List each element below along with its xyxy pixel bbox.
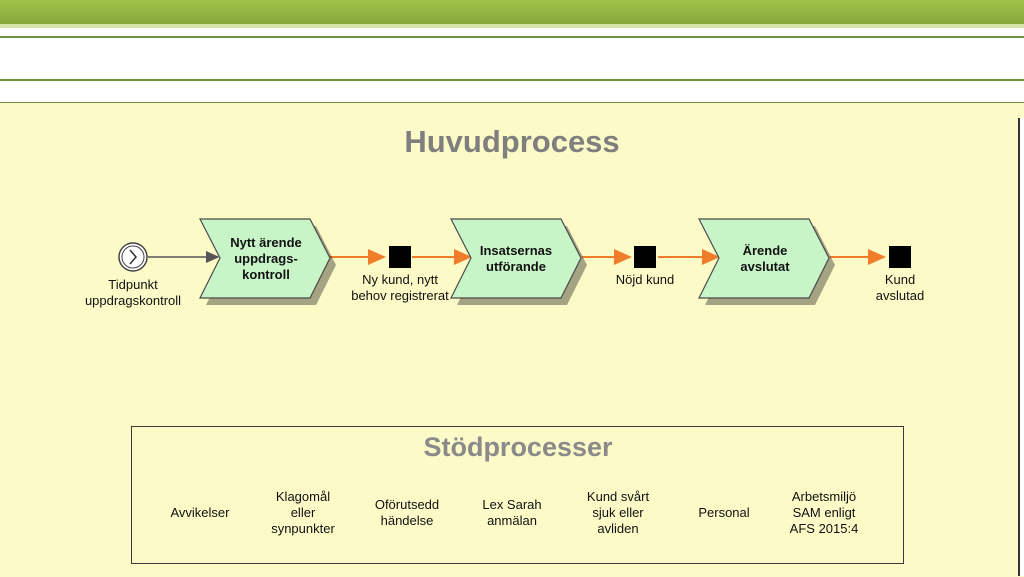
event-marker-2 [634,246,656,268]
adjacent-panel-edge [1018,118,1024,576]
step-2-label: Insatsernas utförande [479,243,553,274]
support-item-avvikelser: Avvikelser [170,505,230,520]
event-3-label: Kund avslutad [875,272,925,303]
event-marker-1 [389,246,411,268]
event-1-label: Ny kund, nytt behov registrerat [351,272,449,303]
event-marker-3 [889,246,911,268]
step-1-label: Nytt ärende uppdrags-kontroll [230,235,302,282]
process-step-3 [698,218,835,305]
event-2-label: Nöjd kund [615,272,675,287]
support-item-personal: Personal [698,505,750,520]
process-step-2 [450,218,587,305]
support-item-lex-sarah: Lex Sarah anmälan [482,497,542,528]
header-rule-bottom [0,79,1024,81]
top-banner [0,0,1024,24]
step-3-label: Ärende avslutat [740,243,790,274]
top-banner-highlight [0,24,1024,28]
process-step-1 [199,218,336,305]
support-item-kund-sjuk: Kund svårt sjuk eller avliden [586,489,650,536]
support-item-klagomal: Klagomål eller synpunkter [271,489,335,536]
support-item-oforutsedd: Oförutsedd händelse [374,497,440,528]
support-item-arbetsmiljo: Arbetsmiljö SAM enligt AFS 2015:4 [789,489,859,536]
support-process-title: Stödprocesser [423,432,613,462]
support-process-box [131,426,904,564]
main-process-title: Huvudprocess [404,124,620,159]
start-event-icon [118,242,148,272]
header-rule-top [0,36,1024,38]
start-event-label: Tidpunkt uppdragskontroll [84,277,182,308]
